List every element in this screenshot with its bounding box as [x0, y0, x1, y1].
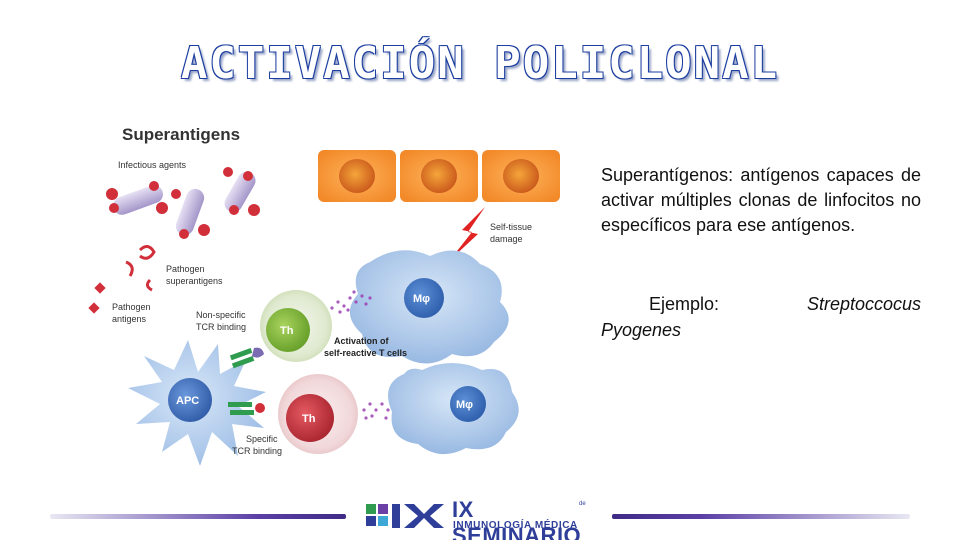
- apc-cell: APC: [128, 340, 266, 466]
- logo-de: de: [579, 501, 586, 507]
- definition-text: Superantígenos: antígenos capaces de act…: [601, 163, 921, 238]
- label-pathogen-superantigens-2: superantigens: [166, 276, 223, 286]
- label-nonspecific: Non-specific: [196, 310, 246, 320]
- seminario-logo: IX SEMINARIO de INMUNOLOGÍA MÉDICA: [364, 497, 596, 540]
- footer-bar-right: [612, 514, 910, 519]
- logo-title: IX SEMINARIO: [452, 497, 582, 540]
- example-species-genus: Streptoccocus: [806, 294, 921, 314]
- label-activation: Activation of: [334, 336, 390, 346]
- label-activation-2: self-reactive T cells: [324, 348, 407, 358]
- cytokines-top: [330, 290, 372, 314]
- th-cell-green: Th: [260, 290, 332, 362]
- example-label: Ejemplo:: [649, 294, 720, 314]
- macrophage-top-label: Mφ: [413, 293, 430, 305]
- label-specific-2: TCR binding: [232, 446, 282, 456]
- definition-body: : antígenos capaces de activar múltiples…: [601, 165, 921, 235]
- th-cell-red: Th: [278, 374, 358, 454]
- label-self-tissue-damage: damage: [490, 234, 523, 244]
- seminario-logo-icon: [366, 504, 444, 528]
- definition-term: Superantígenos: [601, 165, 729, 185]
- label-pathogen-superantigens: Pathogen: [166, 264, 205, 274]
- label-pathogen-antigens-2: antigens: [112, 314, 147, 324]
- macrophage-bottom-label: Mφ: [456, 399, 473, 411]
- macrophage-top: Mφ: [349, 250, 509, 364]
- logo-subtitle: INMUNOLOGÍA MÉDICA: [453, 520, 578, 531]
- label-infectious-agents: Infectious agents: [118, 160, 187, 170]
- slide-title: ACTIVACIÓN POLICLONAL: [180, 38, 780, 89]
- figure-heading: Superantigens: [122, 125, 240, 144]
- tcr-binding-nonspecific: [229, 347, 264, 369]
- th-green-label: Th: [280, 325, 294, 337]
- macrophage-bottom: Mφ: [388, 363, 519, 455]
- superantigen-diagram: Superantigens Self-tissue damage Infecti…: [88, 125, 560, 466]
- superantigen-figure: Superantigens Self-tissue damage Infecti…: [70, 112, 570, 472]
- label-nonspecific-2: TCR binding: [196, 322, 246, 332]
- th-red-label: Th: [302, 413, 316, 425]
- bacteria-group: [106, 167, 260, 292]
- label-specific: Specific: [246, 434, 278, 444]
- tcr-binding-specific: [228, 402, 265, 415]
- apc-label: APC: [176, 395, 199, 407]
- tissue-cells: [318, 150, 560, 202]
- footer-bar-left: [50, 514, 346, 519]
- pathogen-antigens-dots: [88, 282, 106, 314]
- footer: IX SEMINARIO de INMUNOLOGÍA MÉDICA: [0, 496, 960, 540]
- example-species-name: Pyogenes: [601, 320, 682, 340]
- label-self-tissue: Self-tissue: [490, 222, 532, 232]
- label-pathogen-antigens: Pathogen: [112, 302, 151, 312]
